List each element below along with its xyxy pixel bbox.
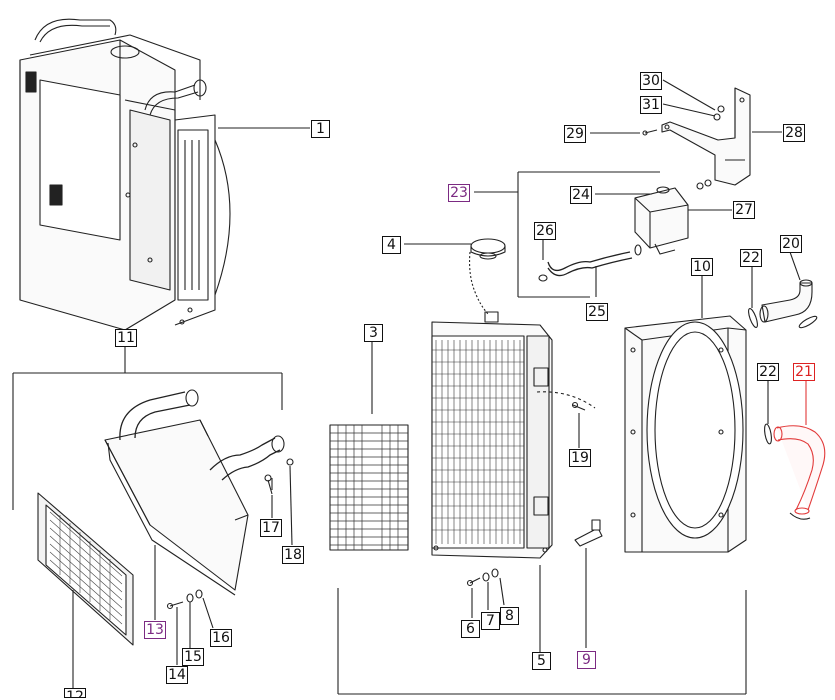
callout-26[interactable]: 26 <box>534 222 556 240</box>
callout-27[interactable]: 27 <box>733 201 755 219</box>
callout-3[interactable]: 3 <box>364 324 383 342</box>
callout-10[interactable]: 10 <box>691 258 713 276</box>
fan-shroud-icon <box>624 315 747 553</box>
callout-11[interactable]: 11 <box>115 329 137 347</box>
radiator-core-icon <box>431 311 553 559</box>
callout-15[interactable]: 15 <box>182 648 204 666</box>
callout-5[interactable]: 5 <box>532 652 551 670</box>
callout-23[interactable]: 23 <box>448 184 470 202</box>
bolt-icon <box>466 577 481 587</box>
clamp-icon <box>748 307 818 445</box>
callout-17[interactable]: 17 <box>260 519 282 537</box>
callout-12[interactable]: 12 <box>64 688 86 698</box>
callout-21[interactable]: 21 <box>793 363 815 381</box>
radiator-assembly-icon <box>19 18 231 331</box>
mesh-screen-icon <box>329 424 409 551</box>
callout-22-upper[interactable]: 22 <box>740 249 762 267</box>
callout-9[interactable]: 9 <box>577 651 596 669</box>
callout-29[interactable]: 29 <box>564 125 586 143</box>
callout-7[interactable]: 7 <box>481 612 500 630</box>
callout-22-lower[interactable]: 22 <box>757 363 779 381</box>
callout-8[interactable]: 8 <box>500 607 519 625</box>
coolant-hose-red-icon <box>773 425 826 520</box>
callout-18[interactable]: 18 <box>282 546 304 564</box>
washer-icon <box>186 589 203 603</box>
overflow-hose-icon <box>538 244 642 282</box>
callout-1[interactable]: 1 <box>311 120 330 138</box>
callout-4[interactable]: 4 <box>382 236 401 254</box>
hose-elbow-icon <box>759 279 813 323</box>
callout-28[interactable]: 28 <box>783 124 805 142</box>
callout-19[interactable]: 19 <box>569 449 591 467</box>
washer-icon <box>482 568 499 582</box>
drain-valve-icon <box>574 519 603 547</box>
callout-14[interactable]: 14 <box>166 666 188 684</box>
callout-16[interactable]: 16 <box>210 629 232 647</box>
grille-icon <box>37 492 134 646</box>
callout-24[interactable]: 24 <box>570 186 592 204</box>
mounting-bracket-icon <box>661 87 751 186</box>
callout-31[interactable]: 31 <box>640 96 662 114</box>
callout-20[interactable]: 20 <box>780 235 802 253</box>
callout-6[interactable]: 6 <box>461 620 480 638</box>
washer-icon <box>696 105 725 190</box>
bolt-icon <box>166 474 273 610</box>
bolt-icon <box>642 129 658 136</box>
bolt-icon <box>571 401 586 411</box>
filler-cap-icon <box>469 238 506 315</box>
callout-25[interactable]: 25 <box>586 303 608 321</box>
callout-13[interactable]: 13 <box>144 621 166 639</box>
intercooler-icon <box>104 389 294 596</box>
expansion-tank-icon <box>634 186 689 255</box>
callout-30[interactable]: 30 <box>640 72 662 90</box>
